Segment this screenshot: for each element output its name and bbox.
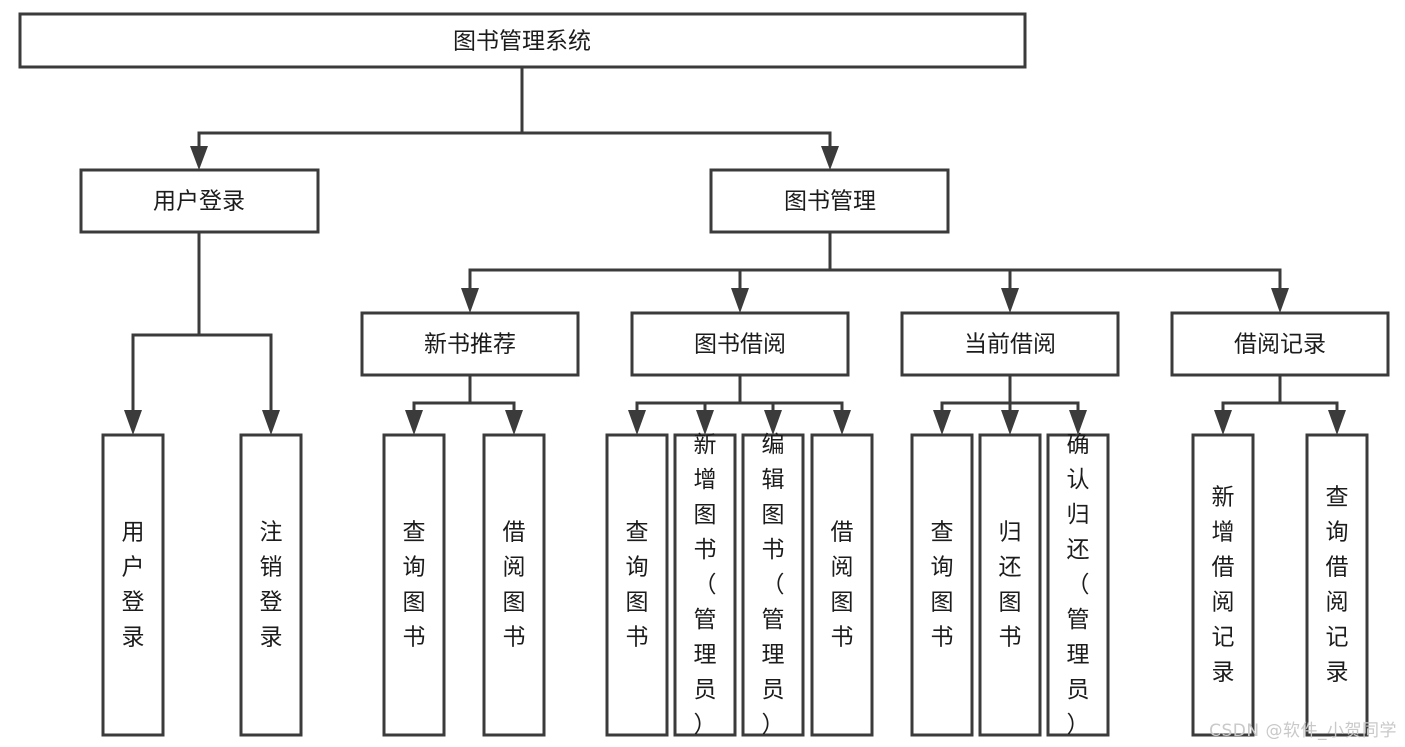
arrow-head-new-book-leaf2	[505, 410, 523, 435]
leaf-current-borrow-0[interactable]: 查询图书	[910, 433, 974, 737]
node-current-borrow-label: 当前借阅	[964, 332, 1056, 358]
node-book-borrow[interactable]: 图书借阅	[630, 311, 850, 377]
arrow-head-book-manage	[821, 146, 839, 170]
node-current-borrow-box[interactable]	[900, 311, 1120, 377]
arrow-head-current-borrow-leaf2	[1001, 410, 1019, 435]
node-user-login-box[interactable]	[79, 168, 320, 234]
node-book-manage[interactable]: 图书管理	[709, 168, 950, 234]
arrow-head-book-borrow-leaf2	[696, 410, 714, 435]
arrow-head-current-borrow-leaf1	[933, 410, 951, 435]
leaf-new-book-1-label: 借阅图书	[503, 520, 526, 651]
node-user-login[interactable]: 用户登录	[79, 168, 320, 234]
leaf-borrow-record-1[interactable]: 查询借阅记录	[1305, 433, 1369, 737]
arrow-head-book-borrow-leaf4	[833, 410, 851, 435]
arrow-head-new-book	[461, 288, 479, 313]
leaf-current-borrow-2[interactable]: 确认归还（管理员）	[1046, 432, 1110, 738]
arrow-head-borrow-record	[1271, 288, 1289, 313]
leaf-new-book-0-label: 查询图书	[403, 520, 426, 651]
arrow-head-user-login-leaf1	[124, 410, 142, 435]
leaf-current-borrow-1-label: 归还图书	[999, 520, 1022, 651]
leaf-current-borrow-0-box[interactable]	[910, 433, 974, 737]
arrow-head-current-borrow-leaf3	[1069, 410, 1087, 435]
leaf-book-borrow-3-box[interactable]	[810, 433, 874, 737]
leaf-current-borrow-1[interactable]: 归还图书	[978, 433, 1042, 737]
csdn-watermark: CSDN @软件_小贺同学	[1209, 721, 1397, 741]
connector-layer	[124, 65, 1346, 435]
arrow-head-current-borrow	[1001, 288, 1019, 313]
leaf-book-borrow-2-label: 编辑图书（管理员）	[762, 432, 785, 738]
leaf-user-login-0-box[interactable]	[101, 433, 165, 737]
leaf-user-login-1-label: 注销登录	[260, 520, 283, 651]
leaf-book-borrow-3-label: 借阅图书	[831, 520, 854, 651]
leaf-borrow-record-1-box[interactable]	[1305, 433, 1369, 737]
node-book-manage-box[interactable]	[709, 168, 950, 234]
node-new-book-recommend-label: 新书推荐	[424, 332, 516, 358]
leaf-book-borrow-1-box[interactable]	[673, 433, 737, 737]
node-new-book-recommend-box[interactable]	[360, 311, 580, 377]
node-root-box[interactable]	[18, 12, 1027, 69]
leaf-book-borrow-0-label: 查询图书	[626, 520, 649, 651]
arrow-head-book-borrow	[731, 288, 749, 313]
node-new-book-recommend[interactable]: 新书推荐	[360, 311, 580, 377]
leaf-current-borrow-1-box[interactable]	[978, 433, 1042, 737]
node-borrow-record-label: 借阅记录	[1234, 332, 1326, 358]
leaf-current-borrow-2-box[interactable]	[1046, 433, 1110, 737]
arrow-head-book-borrow-leaf3	[764, 410, 782, 435]
arrow-head-borrow-record-leaf1	[1214, 410, 1232, 435]
arrow-head-book-borrow-leaf1	[628, 410, 646, 435]
node-user-login-label: 用户登录	[153, 189, 245, 215]
arrow-head-user-login-leaf2	[262, 410, 280, 435]
leaf-user-login-0-label: 用户登录	[122, 520, 145, 651]
leaf-new-book-0[interactable]: 查询图书	[382, 433, 446, 737]
leaf-current-borrow-0-label: 查询图书	[931, 520, 954, 651]
leaf-new-book-0-box[interactable]	[382, 433, 446, 737]
node-book-borrow-box[interactable]	[630, 311, 850, 377]
leaf-new-book-1-box[interactable]	[482, 433, 546, 737]
node-borrow-record[interactable]: 借阅记录	[1170, 311, 1390, 377]
leaf-book-borrow-2-box[interactable]	[741, 433, 805, 737]
leaf-borrow-record-0-label: 新增借阅记录	[1212, 485, 1235, 686]
arrow-head-user-login	[190, 146, 208, 170]
leaf-book-borrow-2[interactable]: 编辑图书（管理员）	[741, 432, 805, 738]
leaf-user-login-1-box[interactable]	[239, 433, 303, 737]
leaf-book-borrow-0-box[interactable]	[605, 433, 669, 737]
arrow-head-borrow-record-leaf2	[1328, 410, 1346, 435]
leaf-borrow-record-0[interactable]: 新增借阅记录	[1191, 433, 1255, 737]
leaf-borrow-record-0-box[interactable]	[1191, 433, 1255, 737]
node-root-label: 图书管理系统	[453, 29, 591, 55]
leaf-book-borrow-0[interactable]: 查询图书	[605, 433, 669, 737]
leaf-book-borrow-3[interactable]: 借阅图书	[810, 433, 874, 737]
leaf-user-login-0[interactable]: 用户登录	[101, 433, 165, 737]
node-book-borrow-label: 图书借阅	[694, 332, 786, 358]
leaf-borrow-record-1-label: 查询借阅记录	[1326, 485, 1349, 686]
leaf-book-borrow-1[interactable]: 新增图书（管理员）	[673, 432, 737, 738]
leaf-user-login-1[interactable]: 注销登录	[239, 433, 303, 737]
node-borrow-record-box[interactable]	[1170, 311, 1390, 377]
leaf-current-borrow-2-label: 确认归还（管理员）	[1067, 432, 1090, 738]
arrow-head-new-book-leaf1	[405, 410, 423, 435]
leaf-new-book-1[interactable]: 借阅图书	[482, 433, 546, 737]
node-current-borrow[interactable]: 当前借阅	[900, 311, 1120, 377]
node-root[interactable]: 图书管理系统	[18, 12, 1027, 69]
node-book-manage-label: 图书管理	[784, 189, 876, 215]
leaf-book-borrow-1-label: 新增图书（管理员）	[694, 432, 717, 738]
